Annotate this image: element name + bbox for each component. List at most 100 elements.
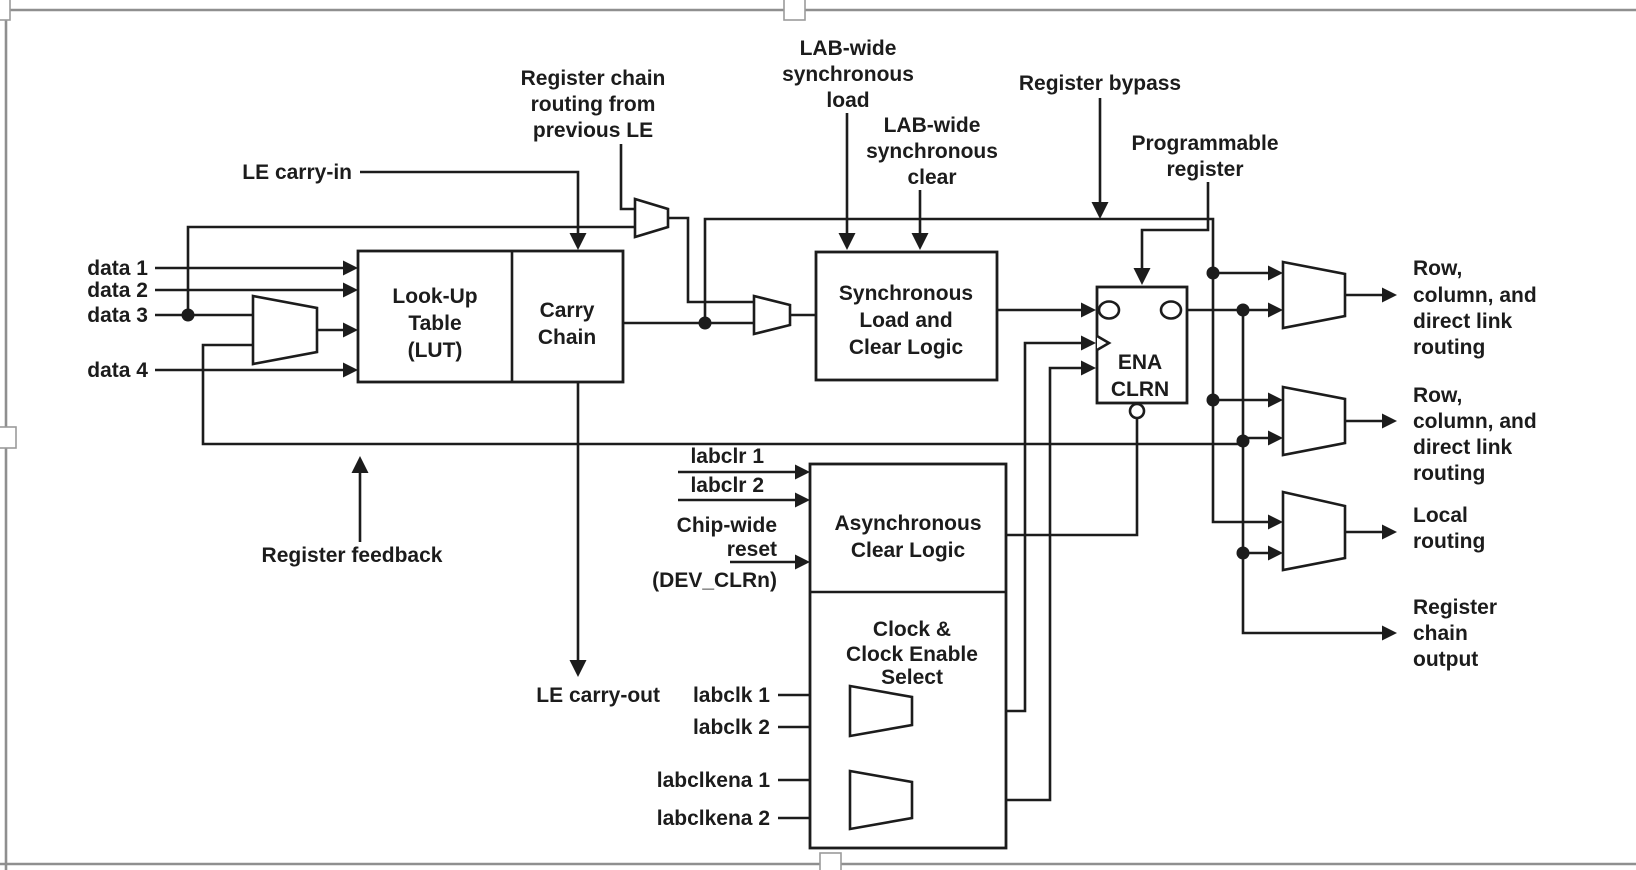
label-out-row2: direct link [1413, 436, 1513, 459]
arrow-out-row2-icon [1382, 413, 1397, 429]
resize-handle-left-middle[interactable] [0, 426, 17, 449]
label-register-chain-routing: previous LE [533, 119, 653, 142]
junction-dots [181, 266, 1250, 560]
junction-q-1 [1236, 303, 1250, 317]
label-out-row1: Row, [1413, 257, 1462, 280]
arrow-data2-icon [343, 282, 358, 298]
label-out-row2: routing [1413, 462, 1485, 485]
label-async-clear: Clear Logic [851, 539, 966, 562]
sync-mux [752, 294, 792, 336]
register-chain-mux [633, 197, 670, 239]
label-chip-wide-reset: Chip-wide [677, 514, 777, 537]
register-clock-chevron-icon [1096, 334, 1112, 352]
label-out-row2: Row, [1413, 384, 1462, 407]
wires [155, 98, 1384, 820]
label-register-bypass: Register bypass [1019, 72, 1181, 95]
arrow-mux2-in2-icon [1268, 430, 1283, 446]
input-mux [251, 294, 319, 366]
label-register-ena: ENA [1118, 351, 1162, 374]
junction-data3 [181, 308, 195, 322]
lut-carry-box [356, 249, 625, 384]
label-out-row1: column, and [1413, 284, 1537, 307]
arrow-labclr1-icon [795, 464, 810, 480]
label-labclk2: labclk 2 [693, 716, 770, 739]
label-async-clear: Asynchronous [834, 512, 981, 535]
sync-load-clear-box [814, 250, 999, 382]
label-sync-load-clear: Load and [859, 309, 952, 332]
arrow-data1-icon [343, 260, 358, 276]
arrow-register-d-icon [1081, 302, 1096, 318]
arrow-le-carry-out-icon [569, 660, 587, 677]
label-out-local: routing [1413, 530, 1485, 553]
label-out-row1: direct link [1413, 310, 1513, 333]
arrow-labclr2-icon [795, 492, 810, 508]
label-data3: data 3 [87, 304, 148, 327]
label-labclk1: labclk 1 [693, 684, 770, 707]
junction-bypass-1 [1206, 266, 1220, 280]
arrow-register-bypass-icon [1091, 202, 1109, 219]
label-out-local: Local [1413, 504, 1468, 527]
label-labclr2: labclr 2 [690, 474, 764, 497]
label-clock-enable-select: Clock Enable [846, 643, 978, 666]
label-data4: data 4 [87, 359, 148, 382]
label-register-chain-routing: routing from [531, 93, 656, 116]
label-chip-wide-reset: reset [727, 538, 777, 561]
label-data1: data 1 [87, 257, 148, 280]
junction-q-2 [1236, 434, 1250, 448]
wire-register-feedback [201, 343, 1243, 446]
arrow-out-regchain-icon [1382, 625, 1397, 641]
label-programmable-register: Programmable [1131, 132, 1278, 155]
arrow-register-clock-icon [1081, 335, 1096, 351]
junction-lut-out [698, 316, 712, 330]
junction-bypass-2 [1206, 393, 1220, 407]
label-labclr1: labclr 1 [690, 445, 764, 468]
arrow-register-ena-icon [1081, 360, 1096, 376]
label-out-regchain: output [1413, 648, 1478, 671]
label-sync-load-clear: Clear Logic [849, 336, 964, 359]
resize-handle-top-left[interactable] [0, 0, 11, 21]
wire-le-carry-in [360, 170, 580, 240]
arrow-mux1-in2-icon [1268, 302, 1283, 318]
arrow-out-row1-icon [1382, 287, 1397, 303]
label-out-row1: routing [1413, 336, 1485, 359]
label-out-regchain: chain [1413, 622, 1468, 645]
wire-register-chain-in [619, 144, 635, 211]
arrow-mux3-in2-icon [1268, 545, 1283, 561]
label-clock-enable-select: Select [881, 666, 943, 689]
label-lab-sync-load: load [826, 89, 869, 112]
register-d-port-icon [1097, 300, 1121, 320]
arrow-input-mux-out-icon [343, 322, 358, 338]
label-register-clrn: CLRN [1111, 378, 1169, 401]
arrow-sync-load-icon [838, 233, 856, 250]
arrow-programmable-register-icon [1133, 268, 1151, 285]
muxes [251, 197, 1347, 831]
selection-handles[interactable] [0, 0, 842, 870]
label-le-carry-out: LE carry-out [536, 684, 660, 707]
label-lab-sync-load: synchronous [782, 63, 914, 86]
label-programmable-register: register [1166, 158, 1243, 181]
labels: Register chain routing from previous LE … [87, 37, 1536, 830]
arrow-out-local-icon [1382, 524, 1397, 540]
label-lab-sync-load: LAB-wide [800, 37, 897, 60]
label-data2: data 2 [87, 279, 148, 302]
label-labclkena1: labclkena 1 [657, 769, 771, 792]
label-carry-chain: Carry [540, 299, 595, 322]
wire-data3-packed-rail [186, 225, 635, 315]
output-mux-1 [1281, 260, 1347, 330]
label-register-chain-routing: Register chain [521, 67, 666, 90]
arrow-mux1-in1-icon [1268, 265, 1283, 281]
junction-q-3 [1236, 546, 1250, 560]
resize-handle-bottom-center[interactable] [819, 852, 842, 870]
wire-async-clear-to-clrn [1006, 418, 1139, 537]
clock-enable-mux [848, 769, 914, 831]
resize-handle-top-center[interactable] [783, 0, 806, 21]
register-clrn-bubble-icon [1128, 402, 1146, 420]
label-lut: Look-Up [392, 285, 477, 308]
arrow-register-feedback-icon [351, 456, 369, 473]
wire-programmable-register-pointer [1140, 182, 1210, 273]
label-lab-sync-clear: LAB-wide [884, 114, 981, 137]
label-sync-load-clear: Synchronous [839, 282, 973, 305]
wire-regchain-mux-out [668, 216, 754, 304]
